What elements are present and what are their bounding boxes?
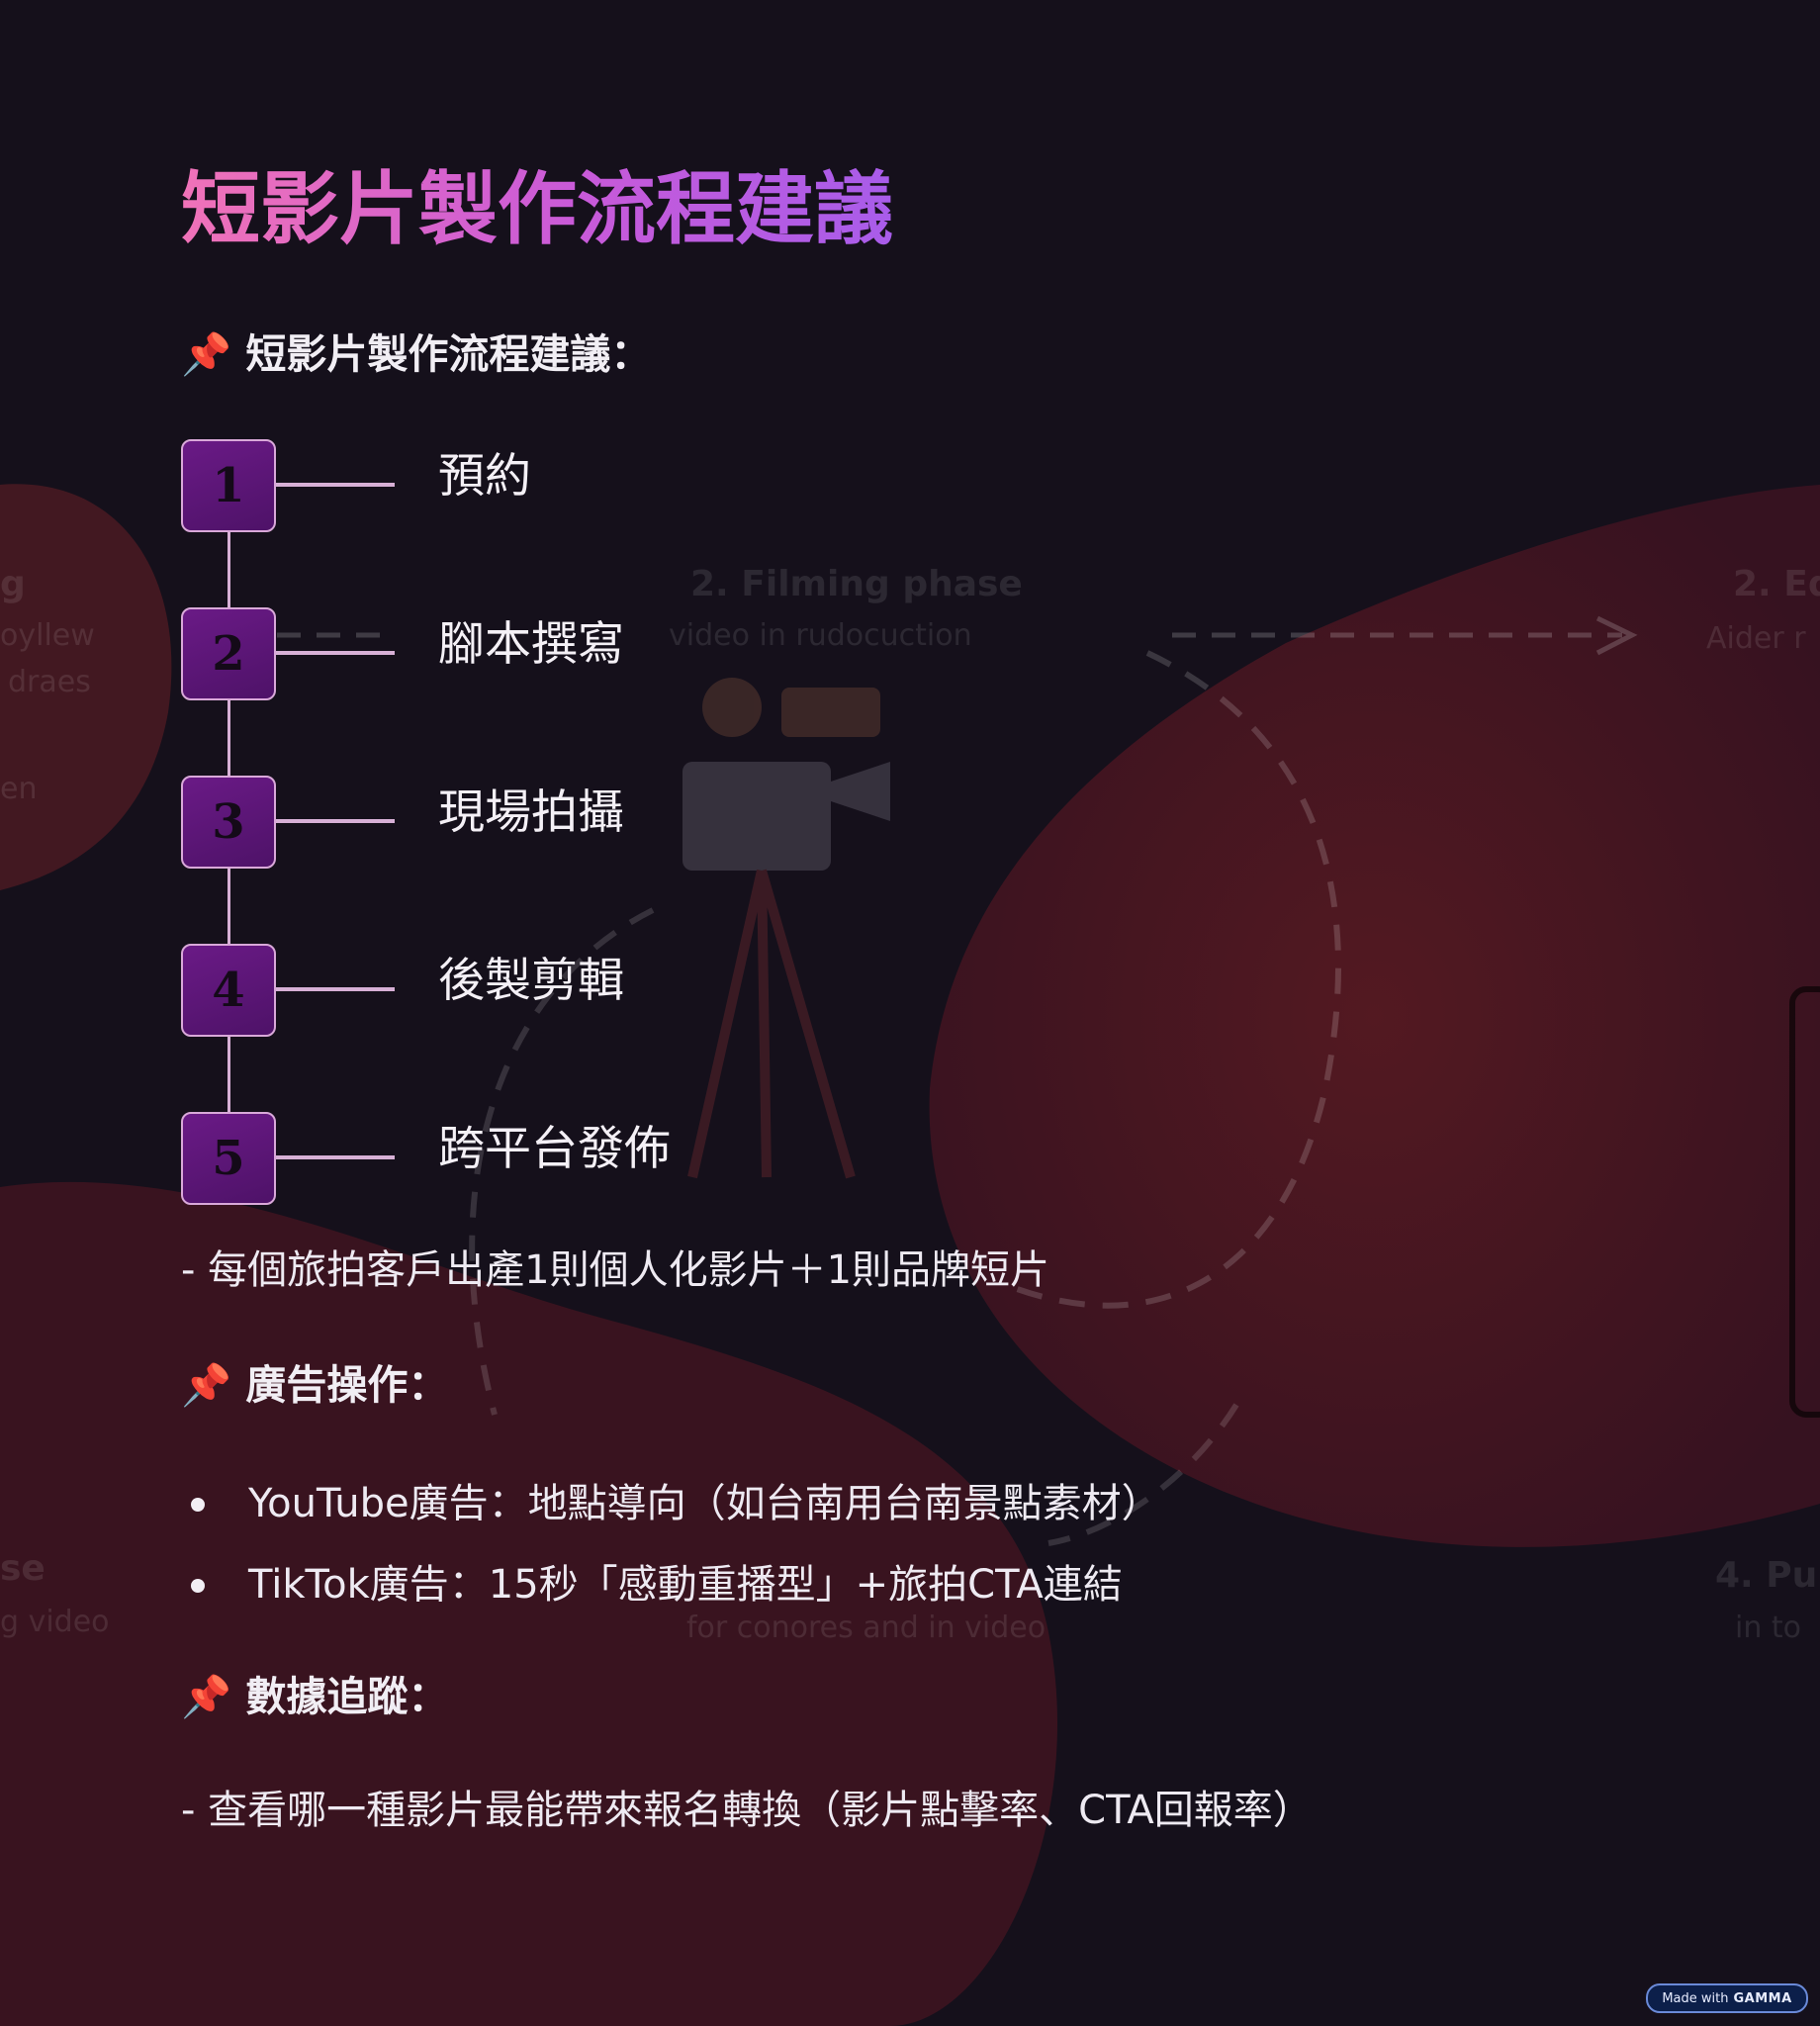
camera-illustration (682, 678, 890, 1179)
bg-label-left-sub1: oyllew (0, 618, 95, 653)
list-item: TikTok廣告：15秒「感動重播型」+旅拍CTA連結 (181, 1555, 1161, 1636)
bg-label-right-sub: Aider r (1706, 621, 1806, 656)
bottom-blob (0, 1181, 1058, 2026)
bg-label-left-title: g (0, 564, 26, 604)
right-blob (929, 485, 1820, 1547)
bullet-icon (191, 1498, 205, 1512)
bullet-icon (191, 1579, 205, 1593)
ads-list: YouTube廣告：地點導向（如台南用台南景點素材） TikTok廣告：15秒「… (181, 1474, 1161, 1636)
step-label: 腳本撰寫 (438, 617, 624, 672)
step-connector (276, 819, 395, 823)
badge-prefix: Made with (1662, 1990, 1729, 2006)
bg-label-bottom-right-sub: in to (1735, 1611, 1802, 1645)
step-number-box: 1 (181, 439, 276, 532)
step-item: 3 現場拍攝 (181, 776, 972, 869)
step-label: 現場拍攝 (438, 785, 624, 840)
bg-label-left-sub3: en (0, 772, 38, 806)
tracking-note: - 查看哪一種影片最能帶來報名轉換（影片點擊率、CTA回報率） (181, 1788, 1313, 1833)
step-item: 2 腳本撰寫 (181, 607, 972, 700)
step-item: 1 預約 (181, 439, 972, 532)
bg-label-bottom-mid-sub: for conores and in video (686, 1611, 1046, 1645)
bg-label-left-sub2: draes (8, 665, 91, 699)
step-item: 5 跨平台發佈 (181, 1112, 972, 1205)
workflow-note: - 每個旅拍客戶出產1則個人化影片＋1則品牌短片 (181, 1247, 1050, 1293)
step-number-box: 4 (181, 944, 276, 1037)
step-label: 預約 (438, 449, 531, 504)
bg-label-filming-sub: video in rudocuction (669, 618, 972, 653)
list-item-text: TikTok廣告：15秒「感動重播型」+旅拍CTA連結 (248, 1562, 1123, 1608)
made-with-gamma-badge[interactable]: Made with GAMMA (1646, 1983, 1808, 2013)
step-connector (276, 1155, 395, 1159)
step-label: 跨平台發佈 (438, 1122, 671, 1176)
workflow-heading: 📌 短影片製作流程建議： (181, 330, 652, 378)
bg-label-right-title: 2. Ed (1733, 564, 1820, 604)
bg-label-bottom-left-sub: g video (0, 1605, 110, 1639)
bg-label-bottom-right-title: 4. Pu (1715, 1555, 1818, 1596)
tracking-heading: 📌 數據追蹤： (181, 1673, 449, 1720)
ads-heading: 📌 廣告操作： (181, 1361, 449, 1409)
page-title: 短影片製作流程建議 (181, 163, 893, 255)
step-connector (276, 987, 395, 991)
step-label: 後製剪輯 (438, 954, 624, 1008)
list-item: YouTube廣告：地點導向（如台南用台南景點素材） (181, 1474, 1161, 1555)
step-number-box: 5 (181, 1112, 276, 1205)
gamma-logo: GAMMA (1733, 1990, 1792, 2006)
bg-label-filming-title: 2. Filming phase (690, 564, 1023, 604)
left-blob (0, 484, 172, 890)
bg-label-bottom-left-title: se (0, 1548, 46, 1589)
step-connector (276, 651, 395, 655)
list-item-text: YouTube廣告：地點導向（如台南用台南景點素材） (248, 1481, 1161, 1526)
step-connector (276, 483, 395, 487)
step-number-box: 2 (181, 607, 276, 700)
step-number-box: 3 (181, 776, 276, 869)
step-item: 4 後製剪輯 (181, 944, 972, 1037)
